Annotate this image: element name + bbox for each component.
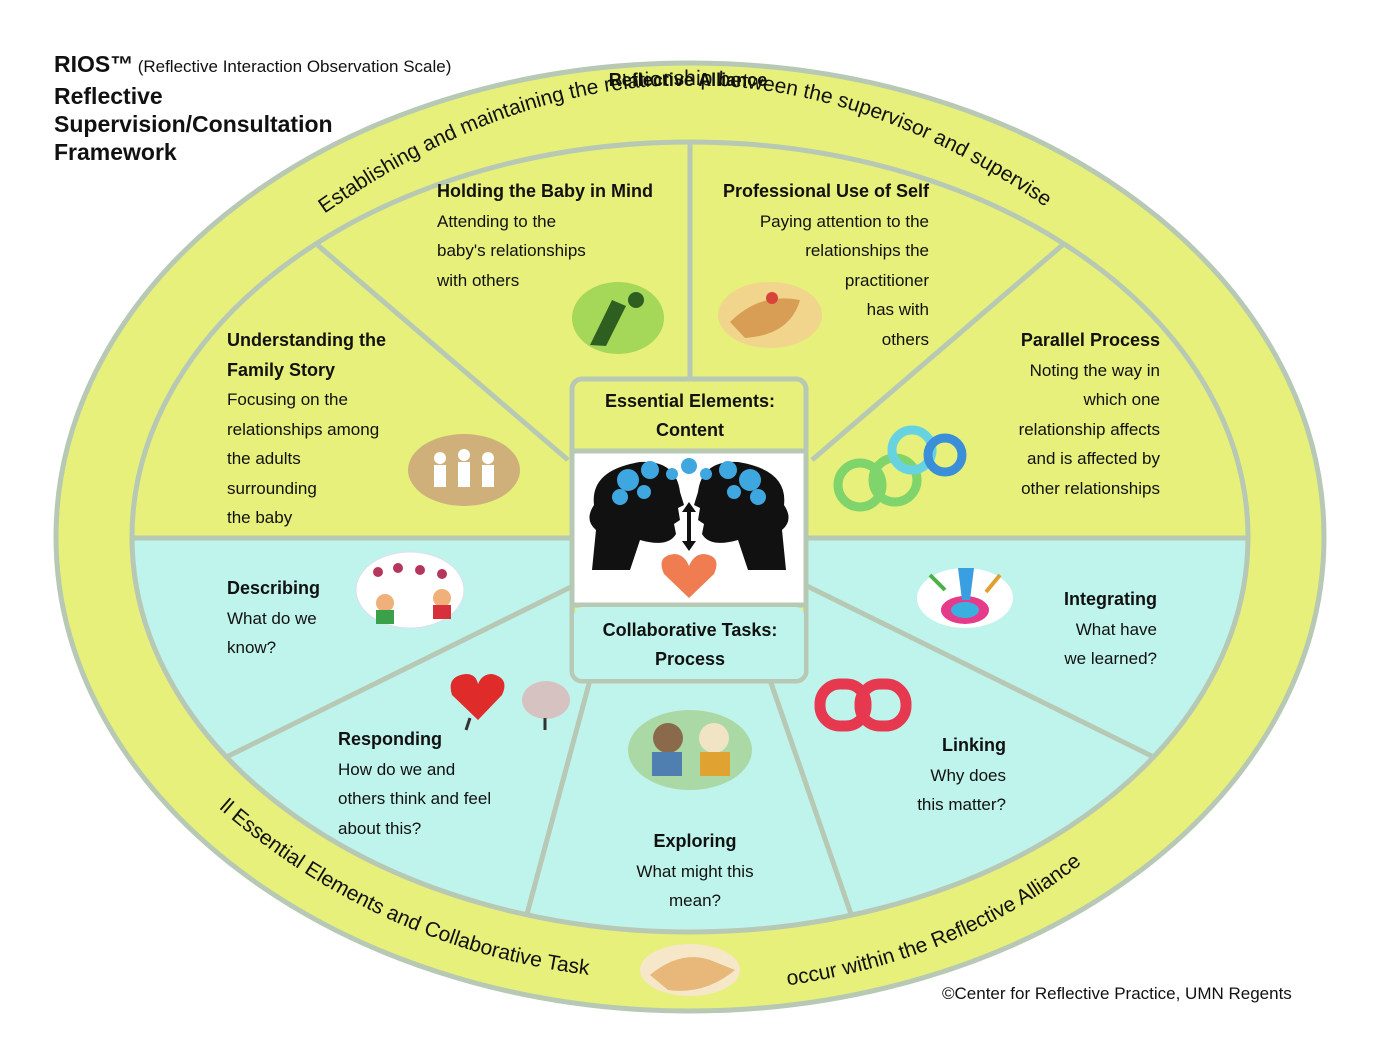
- two-heads-icon: [589, 458, 789, 598]
- segment-line: mean?: [669, 891, 721, 910]
- segment-line: about this?: [338, 818, 422, 838]
- segment-professional-use-of-self: Professional Use of Self Paying attentio…: [700, 177, 929, 354]
- segment-heading: Understanding the: [227, 330, 387, 350]
- center-top-line1: Essential Elements:: [605, 391, 775, 411]
- hands-picture: [718, 282, 822, 348]
- paint-splash-picture: [917, 568, 1013, 628]
- segment-line: Why does: [930, 765, 1006, 785]
- segment-line: the baby: [227, 508, 293, 527]
- segment-line: others think and feel: [338, 789, 492, 808]
- segment-line: relationships the: [805, 241, 929, 260]
- heart-and-brain-picture: [450, 674, 570, 731]
- segment-line: we learned?: [1064, 649, 1157, 668]
- segment-integrating: Integrating What have we learned?: [1030, 585, 1157, 674]
- rios-subtitle: (Reflective Interaction Observation Scal…: [137, 57, 452, 76]
- title-line-3: Framework: [54, 139, 177, 165]
- segment-heading: Parallel Process: [1020, 330, 1160, 350]
- segment-heading: Integrating: [1064, 589, 1157, 609]
- segment-heading: Holding the Baby in Mind: [437, 181, 653, 201]
- paper-family-picture: [408, 434, 520, 506]
- segment-family-story: Understanding the Family Story Focusing …: [227, 326, 386, 533]
- center-bottom-line1: Collaborative Tasks:: [603, 620, 778, 640]
- title-block: RIOS™ (Reflective Interaction Observatio…: [54, 50, 451, 166]
- baby-silhouette-picture: [572, 282, 664, 354]
- segment-line: What do we: [227, 608, 317, 628]
- segment-line: has with: [866, 300, 929, 319]
- segment-line: this matter?: [917, 795, 1006, 814]
- segment-heading: Professional Use of Self: [722, 181, 929, 201]
- children-reading-picture: [628, 710, 752, 790]
- segment-linking: Linking Why does this matter?: [890, 731, 1006, 820]
- segment-line: others: [881, 329, 929, 349]
- segment-line: and is affected by: [1027, 449, 1160, 468]
- segment-describing: Describing What do we know?: [227, 574, 320, 663]
- center-top-line2: Content: [656, 420, 724, 440]
- chain-links-picture: [814, 678, 912, 732]
- segment-parallel-process: Parallel Process Noting the way in which…: [960, 326, 1160, 503]
- segment-line: Paying attention to the: [759, 211, 929, 231]
- center-bottom-line2: Process: [655, 649, 725, 669]
- handshake-picture: [640, 944, 740, 996]
- segment-line: know?: [227, 638, 277, 657]
- segment-exploring: Exploring What might this mean?: [610, 827, 780, 916]
- segment-line: baby's relationships: [437, 241, 586, 260]
- segment-line: How do we and: [338, 759, 456, 779]
- segment-heading: Describing: [227, 578, 321, 598]
- segment-heading: Linking: [942, 735, 1006, 755]
- alliance-heading: Reflective Alliance: [609, 70, 767, 90]
- segment-line: the adults: [227, 449, 301, 468]
- segment-line: surrounding: [227, 478, 317, 498]
- segment-line: practitioner: [844, 270, 929, 290]
- segment-heading: Exploring: [653, 831, 737, 851]
- title-line-1: Reflective: [54, 83, 163, 109]
- center-box: [569, 376, 809, 684]
- segment-line: What have: [1075, 619, 1157, 639]
- segment-responding: Responding How do we and others think an…: [338, 725, 491, 843]
- segment-line: which one: [1083, 390, 1160, 409]
- copyright-notice: ©Center for Reflective Practice, UMN Reg…: [942, 984, 1292, 1003]
- rios-title: RIOS™: [54, 51, 134, 77]
- segment-line: What might this: [636, 861, 754, 881]
- segment-heading: Responding: [338, 729, 442, 749]
- segment-heading: Family Story: [227, 359, 336, 380]
- segment-line: Focusing on the: [227, 390, 348, 409]
- segment-line: relationship affects: [1018, 419, 1160, 439]
- segment-line: relationships among: [227, 419, 380, 439]
- segment-line: Attending to the: [437, 211, 557, 231]
- segment-line: Noting the way in: [1029, 360, 1160, 380]
- interlocking-rings-picture: [833, 425, 967, 512]
- children-picture: [355, 551, 465, 629]
- segment-line: with others: [437, 270, 520, 290]
- title-line-2: Supervision/Consultation: [54, 111, 333, 137]
- segment-line: other relationships: [1021, 478, 1160, 498]
- segment-holding-baby: Holding the Baby in Mind Attending to th…: [437, 177, 653, 295]
